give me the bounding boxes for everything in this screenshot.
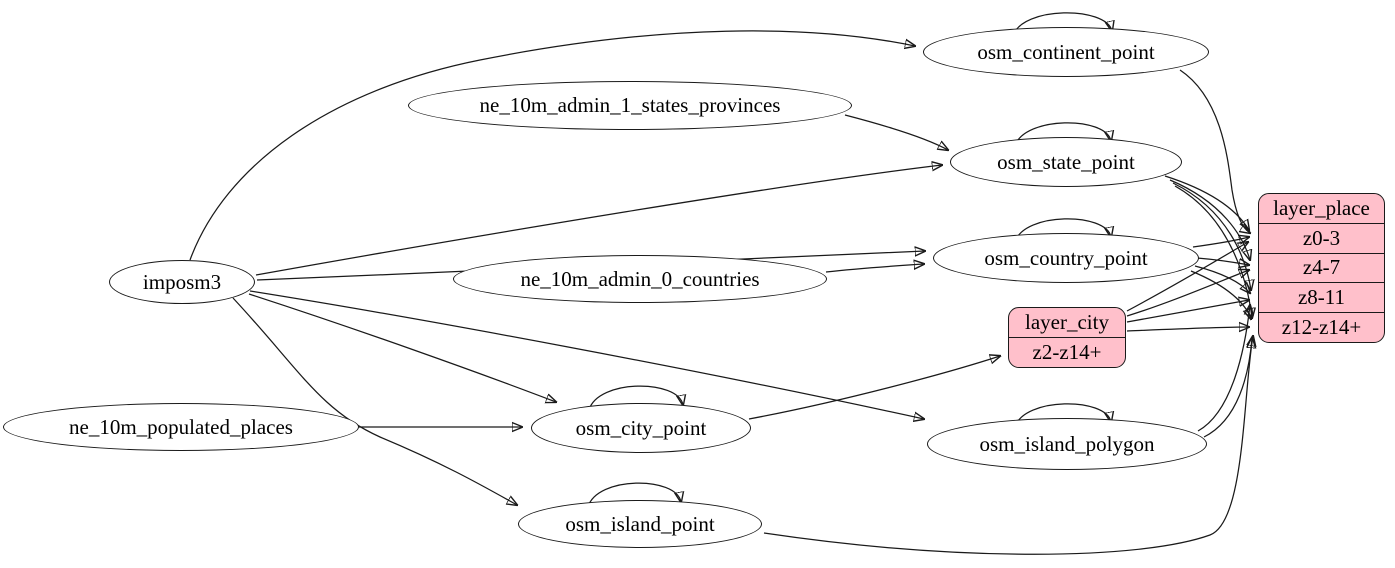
- edge-self-loop-city: [588, 385, 683, 411]
- edge-self-loop-continent: [1012, 12, 1112, 37]
- node-ne-10m-populated-places-label: ne_10m_populated_places: [69, 414, 293, 439]
- node-osm-city-point-label: osm_city_point: [575, 415, 707, 440]
- layer-place-title: layer_place: [1273, 195, 1370, 220]
- node-imposm3: imposm3: [109, 260, 255, 304]
- layer-place-row-z4-7: z4-7: [1259, 252, 1384, 283]
- edge-country-z12-z14: [1190, 270, 1251, 319]
- node-imposm3-label: imposm3: [142, 269, 222, 294]
- node-osm-state-point-label: osm_state_point: [997, 149, 1135, 174]
- node-osm-island-polygon-label: osm_island_polygon: [979, 431, 1155, 456]
- edge-country-z8-11: [1194, 265, 1250, 293]
- edge-imposm3-island-point: [232, 297, 517, 505]
- edge-city-layer-city: [748, 356, 1000, 420]
- edge-imposm3-continent: [189, 30, 915, 261]
- edge-ne1-state: [844, 114, 948, 150]
- edge-imposm3-island-polygon: [249, 290, 924, 419]
- edge-country-z4-7: [1196, 257, 1249, 265]
- node-osm-country-point: osm_country_point: [933, 233, 1199, 283]
- layer-city-title: layer_city: [1025, 310, 1109, 334]
- node-layer-place: layer_place z0-3 z4-7 z8-11 z12-z14+: [1258, 193, 1385, 343]
- node-ne-10m-admin-1-states-provinces: ne_10m_admin_1_states_provinces: [408, 81, 852, 130]
- edge-country-z0-3: [1192, 237, 1249, 248]
- edge-island-point-z12-z14: [763, 336, 1253, 555]
- layer-place-row-z0-3: z0-3: [1259, 222, 1384, 253]
- edge-self-loop-state: [1014, 122, 1111, 147]
- edge-self-loop-island-polygon: [1014, 403, 1111, 428]
- layer-place-row-z12-z14: z12-z14+: [1259, 312, 1384, 342]
- node-osm-country-point-label: osm_country_point: [984, 245, 1148, 270]
- edge-imposm3-state: [255, 165, 942, 276]
- edge-island-polygon-z12-z14: [1203, 338, 1252, 438]
- edge-layer-city-z0-3: [1126, 242, 1248, 312]
- edge-layer-city-z8-11: [1126, 300, 1249, 323]
- node-osm-continent-point: osm_continent_point: [923, 27, 1209, 77]
- edge-ne0-country: [825, 264, 924, 273]
- node-ne-10m-admin-0-countries: ne_10m_admin_0_countries: [453, 255, 827, 303]
- node-ne-10m-populated-places: ne_10m_populated_places: [3, 403, 359, 451]
- node-osm-island-point-label: osm_island_point: [565, 511, 715, 536]
- edge-island-polygon-z8-11: [1197, 305, 1250, 432]
- edge-layer-city-z12-z14: [1126, 327, 1249, 331]
- node-ne-10m-admin-0-countries-label: ne_10m_admin_0_countries: [520, 266, 760, 291]
- node-osm-island-polygon: osm_island_polygon: [927, 418, 1207, 470]
- node-osm-island-point: osm_island_point: [518, 500, 762, 548]
- layer-place-row-z8-11: z8-11: [1259, 282, 1384, 312]
- edge-self-loop-island-point: [587, 482, 681, 508]
- layer-city-row-z2-z14: z2-z14+: [1009, 337, 1125, 367]
- edge-state-z0-3: [1164, 175, 1249, 230]
- node-osm-city-point: osm_city_point: [531, 403, 751, 453]
- edge-imposm3-city: [248, 293, 556, 402]
- edge-self-loop-country: [1014, 218, 1111, 243]
- node-osm-state-point: osm_state_point: [950, 137, 1182, 187]
- edge-continent-z0-3: [1179, 69, 1250, 233]
- node-ne-10m-admin-1-states-provinces-label: ne_10m_admin_1_states_provinces: [479, 93, 781, 117]
- edge-layer-city-z4-7: [1126, 270, 1249, 317]
- node-osm-continent-point-label: osm_continent_point: [977, 39, 1155, 64]
- node-layer-city: layer_city z2-z14+: [1008, 307, 1126, 368]
